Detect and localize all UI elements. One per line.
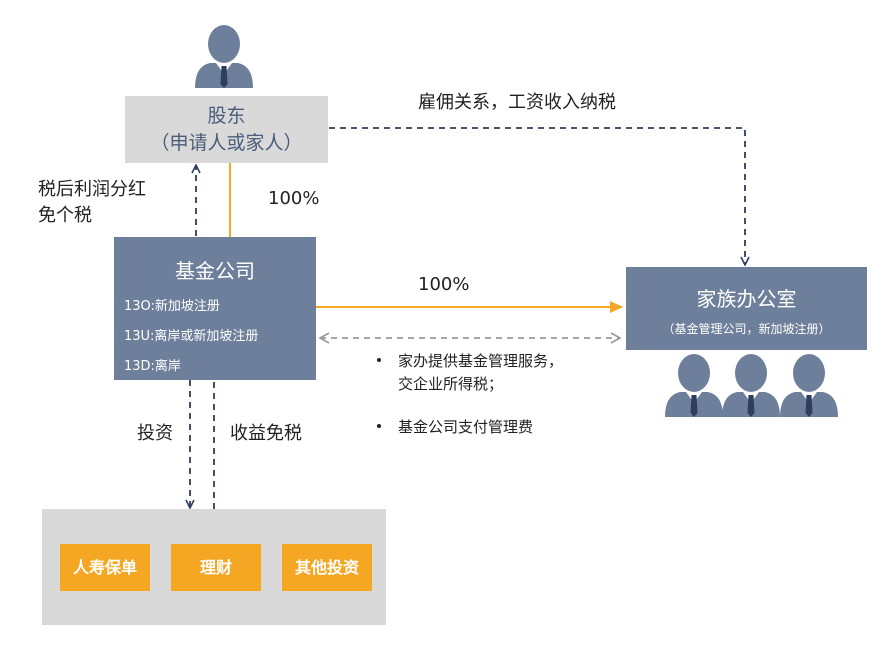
family-office-title: 家族办公室 xyxy=(696,287,797,311)
shareholder-box: 股东 （申请人或家人） xyxy=(125,96,328,163)
employment-label: 雇佣关系，工资收入纳税 xyxy=(418,92,616,113)
fund-type-13d: 13D:离岸 xyxy=(124,359,181,374)
investment-other: 其他投资 xyxy=(282,544,372,591)
ownership-fund-label: 100% xyxy=(268,188,320,209)
family-office-subtitle: （基金管理公司，新加坡注册） xyxy=(662,322,831,336)
dividend-label-line1: 税后利润分红 xyxy=(38,179,146,200)
bullet-dot xyxy=(377,424,381,428)
service-item-2: 基金公司支付管理费 xyxy=(398,418,534,436)
fund-type-13u: 13U:离岸或新加坡注册 xyxy=(124,329,259,344)
fund-type-13o: 13O:新加坡注册 xyxy=(124,299,220,314)
investment-wealth-management: 理财 xyxy=(171,544,261,591)
invest-label: 投资 xyxy=(137,423,173,444)
employment-arrow xyxy=(329,127,745,264)
shareholder-subtitle: （申请人或家人） xyxy=(150,132,303,154)
ownership-office-label: 100% xyxy=(418,274,470,295)
service-item-1-line2: 交企业所得税； xyxy=(398,375,504,393)
bullet-dot xyxy=(377,358,381,362)
investment-life-insurance: 人寿保单 xyxy=(60,544,150,591)
income-exempt-label: 收益免税 xyxy=(230,423,302,444)
shareholder-title: 股东 xyxy=(207,105,246,127)
dividend-label-line2: 免个税 xyxy=(38,205,92,226)
family-office-box: 家族办公室 （基金管理公司，新加坡注册） xyxy=(626,267,867,350)
fund-company-box: 基金公司 13O:新加坡注册 13U:离岸或新加坡注册 13D:离岸 xyxy=(114,237,316,380)
fund-company-title: 基金公司 xyxy=(175,259,255,283)
service-item-1-line1: 家办提供基金管理服务， xyxy=(398,352,564,370)
